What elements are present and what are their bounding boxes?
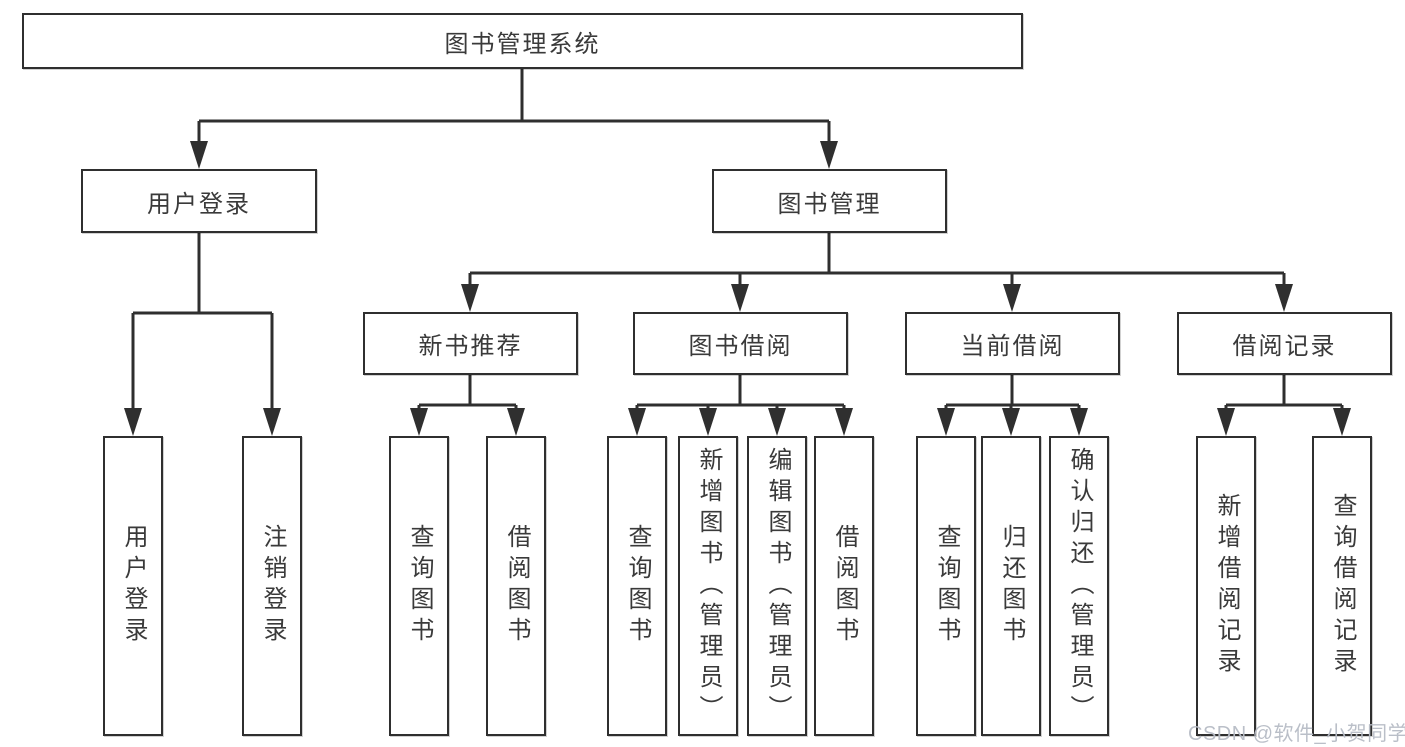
leaf-add-books-admin-label: 新增图书（管理员） [695, 446, 722, 726]
leaf-borrow-books: 借阅图书 [814, 436, 874, 736]
node-root-label: 图书管理系统 [444, 30, 601, 58]
leaf-recommend-borrow-books: 借阅图书 [486, 436, 546, 736]
node-root: 图书管理系统 [22, 13, 1023, 69]
leaf-logout: 注销登录 [242, 436, 302, 736]
leaf-current-query-books-label: 查询图书 [933, 524, 960, 648]
node-current-borrow: 当前借阅 [905, 312, 1120, 375]
leaf-edit-books-admin: 编辑图书（管理员） [747, 436, 807, 736]
node-book-management-label: 图书管理 [777, 190, 882, 218]
node-book-management: 图书管理 [712, 169, 947, 233]
leaf-logout-label: 注销登录 [259, 524, 286, 648]
arrowheads [124, 141, 1351, 436]
node-current-borrow-label: 当前借阅 [960, 333, 1065, 360]
leaf-recommend-query-books: 查询图书 [389, 436, 449, 736]
connector-user-login-to-children [131, 233, 274, 414]
leaf-query-borrow-record-label: 查询借阅记录 [1329, 493, 1356, 679]
node-borrow-records: 借阅记录 [1177, 312, 1392, 375]
leaf-return-books-label: 归还图书 [998, 524, 1025, 648]
leaf-confirm-return-admin: 确认归还（管理员） [1049, 436, 1109, 736]
node-borrow-records-label: 借阅记录 [1232, 333, 1337, 360]
connector-book-management-to-sections [468, 233, 1286, 290]
connector-new-book-recommend-to-children [417, 375, 518, 414]
node-new-book-recommend-label: 新书推荐 [418, 333, 523, 360]
leaf-edit-books-admin-label: 编辑图书（管理员） [764, 446, 791, 726]
leaf-borrow-query-books: 查询图书 [607, 436, 667, 736]
node-user-login-label: 用户登录 [147, 190, 251, 218]
leaf-add-borrow-record-label: 新增借阅记录 [1213, 493, 1240, 679]
node-book-borrow: 图书借阅 [633, 312, 848, 375]
leaf-query-borrow-record: 查询借阅记录 [1312, 436, 1372, 736]
leaf-user-login: 用户登录 [103, 436, 163, 736]
leaf-current-query-books: 查询图书 [916, 436, 976, 736]
leaf-user-login-label: 用户登录 [120, 524, 147, 648]
leaf-return-books: 归还图书 [981, 436, 1041, 736]
node-user-login: 用户登录 [81, 169, 317, 233]
node-new-book-recommend: 新书推荐 [363, 312, 578, 375]
leaf-recommend-query-books-label: 查询图书 [406, 524, 433, 648]
connector-book-borrow-to-children [635, 375, 846, 414]
node-book-borrow-label: 图书借阅 [688, 333, 793, 360]
leaf-confirm-return-admin-label: 确认归还（管理员） [1066, 446, 1093, 726]
leaf-borrow-query-books-label: 查询图书 [624, 524, 651, 648]
connector-root-to-level2 [197, 69, 831, 150]
csdn-watermark: CSDN @软件_小贺同学 [1188, 723, 1405, 745]
connector-borrow-records-to-children [1224, 375, 1344, 414]
leaf-borrow-books-label: 借阅图书 [831, 524, 858, 648]
leaf-add-borrow-record: 新增借阅记录 [1196, 436, 1256, 736]
leaf-add-books-admin: 新增图书（管理员） [678, 436, 738, 736]
leaf-recommend-borrow-books-label: 借阅图书 [503, 524, 530, 648]
